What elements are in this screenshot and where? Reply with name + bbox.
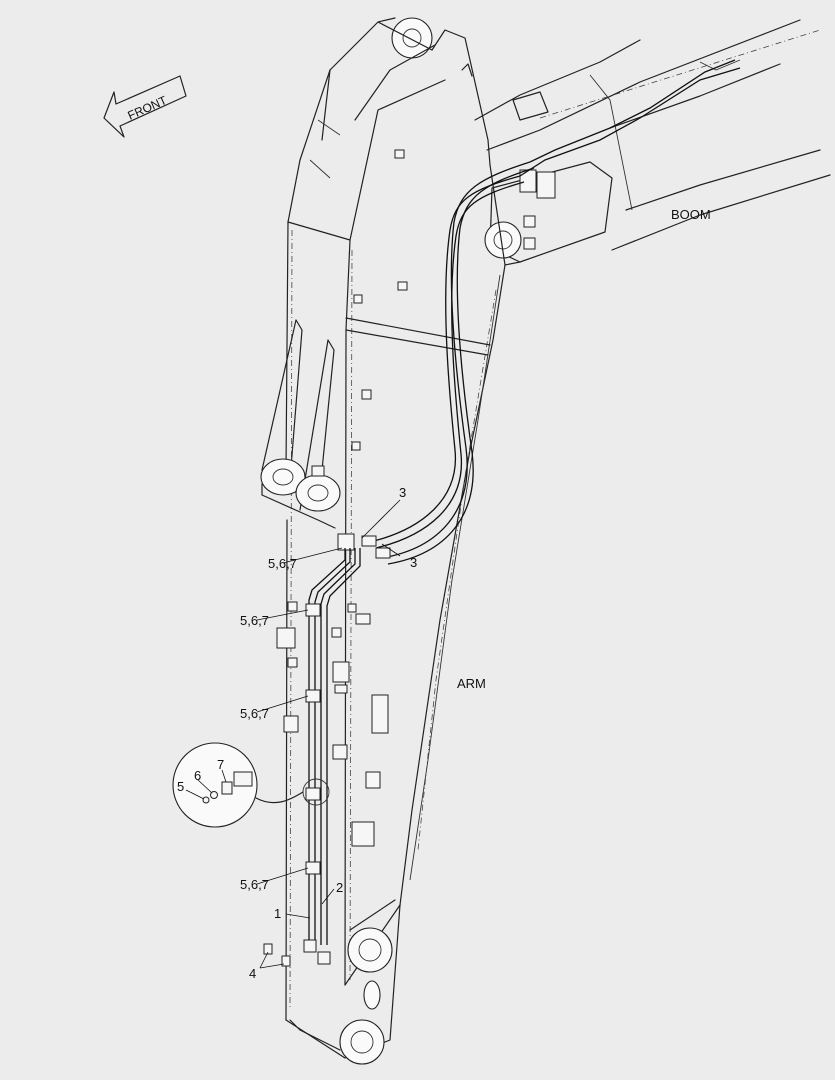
boom-label: BOOM <box>671 207 711 222</box>
callout-567-b: 5,6,7 <box>240 613 269 628</box>
callout-567-a: 5,6,7 <box>268 556 297 571</box>
arm-structure <box>260 17 521 1065</box>
part-labels: BOOM ARM 3 3 5,6,7 5,6,7 5,6,7 5,6,7 1 2… <box>177 207 711 981</box>
leader-lines <box>256 499 401 969</box>
hose-3-pair <box>337 59 741 565</box>
callout-detail-6: 6 <box>194 768 201 783</box>
detail-view <box>172 742 304 828</box>
callout-3-lower: 3 <box>410 555 417 570</box>
pipes-1-2 <box>302 548 361 965</box>
callout-4: 4 <box>249 966 256 981</box>
callout-1: 1 <box>274 906 281 921</box>
callout-detail-5: 5 <box>177 779 184 794</box>
callout-2: 2 <box>336 880 343 895</box>
callout-3-upper: 3 <box>399 485 406 500</box>
arm-label: ARM <box>457 676 486 691</box>
front-arrow: FRONT <box>103 75 187 138</box>
callout-567-d: 5,6,7 <box>240 877 269 892</box>
plugs-4 <box>263 943 291 967</box>
callout-detail-7: 7 <box>217 757 224 772</box>
callout-567-c: 5,6,7 <box>240 706 269 721</box>
boom-structure <box>474 19 831 263</box>
